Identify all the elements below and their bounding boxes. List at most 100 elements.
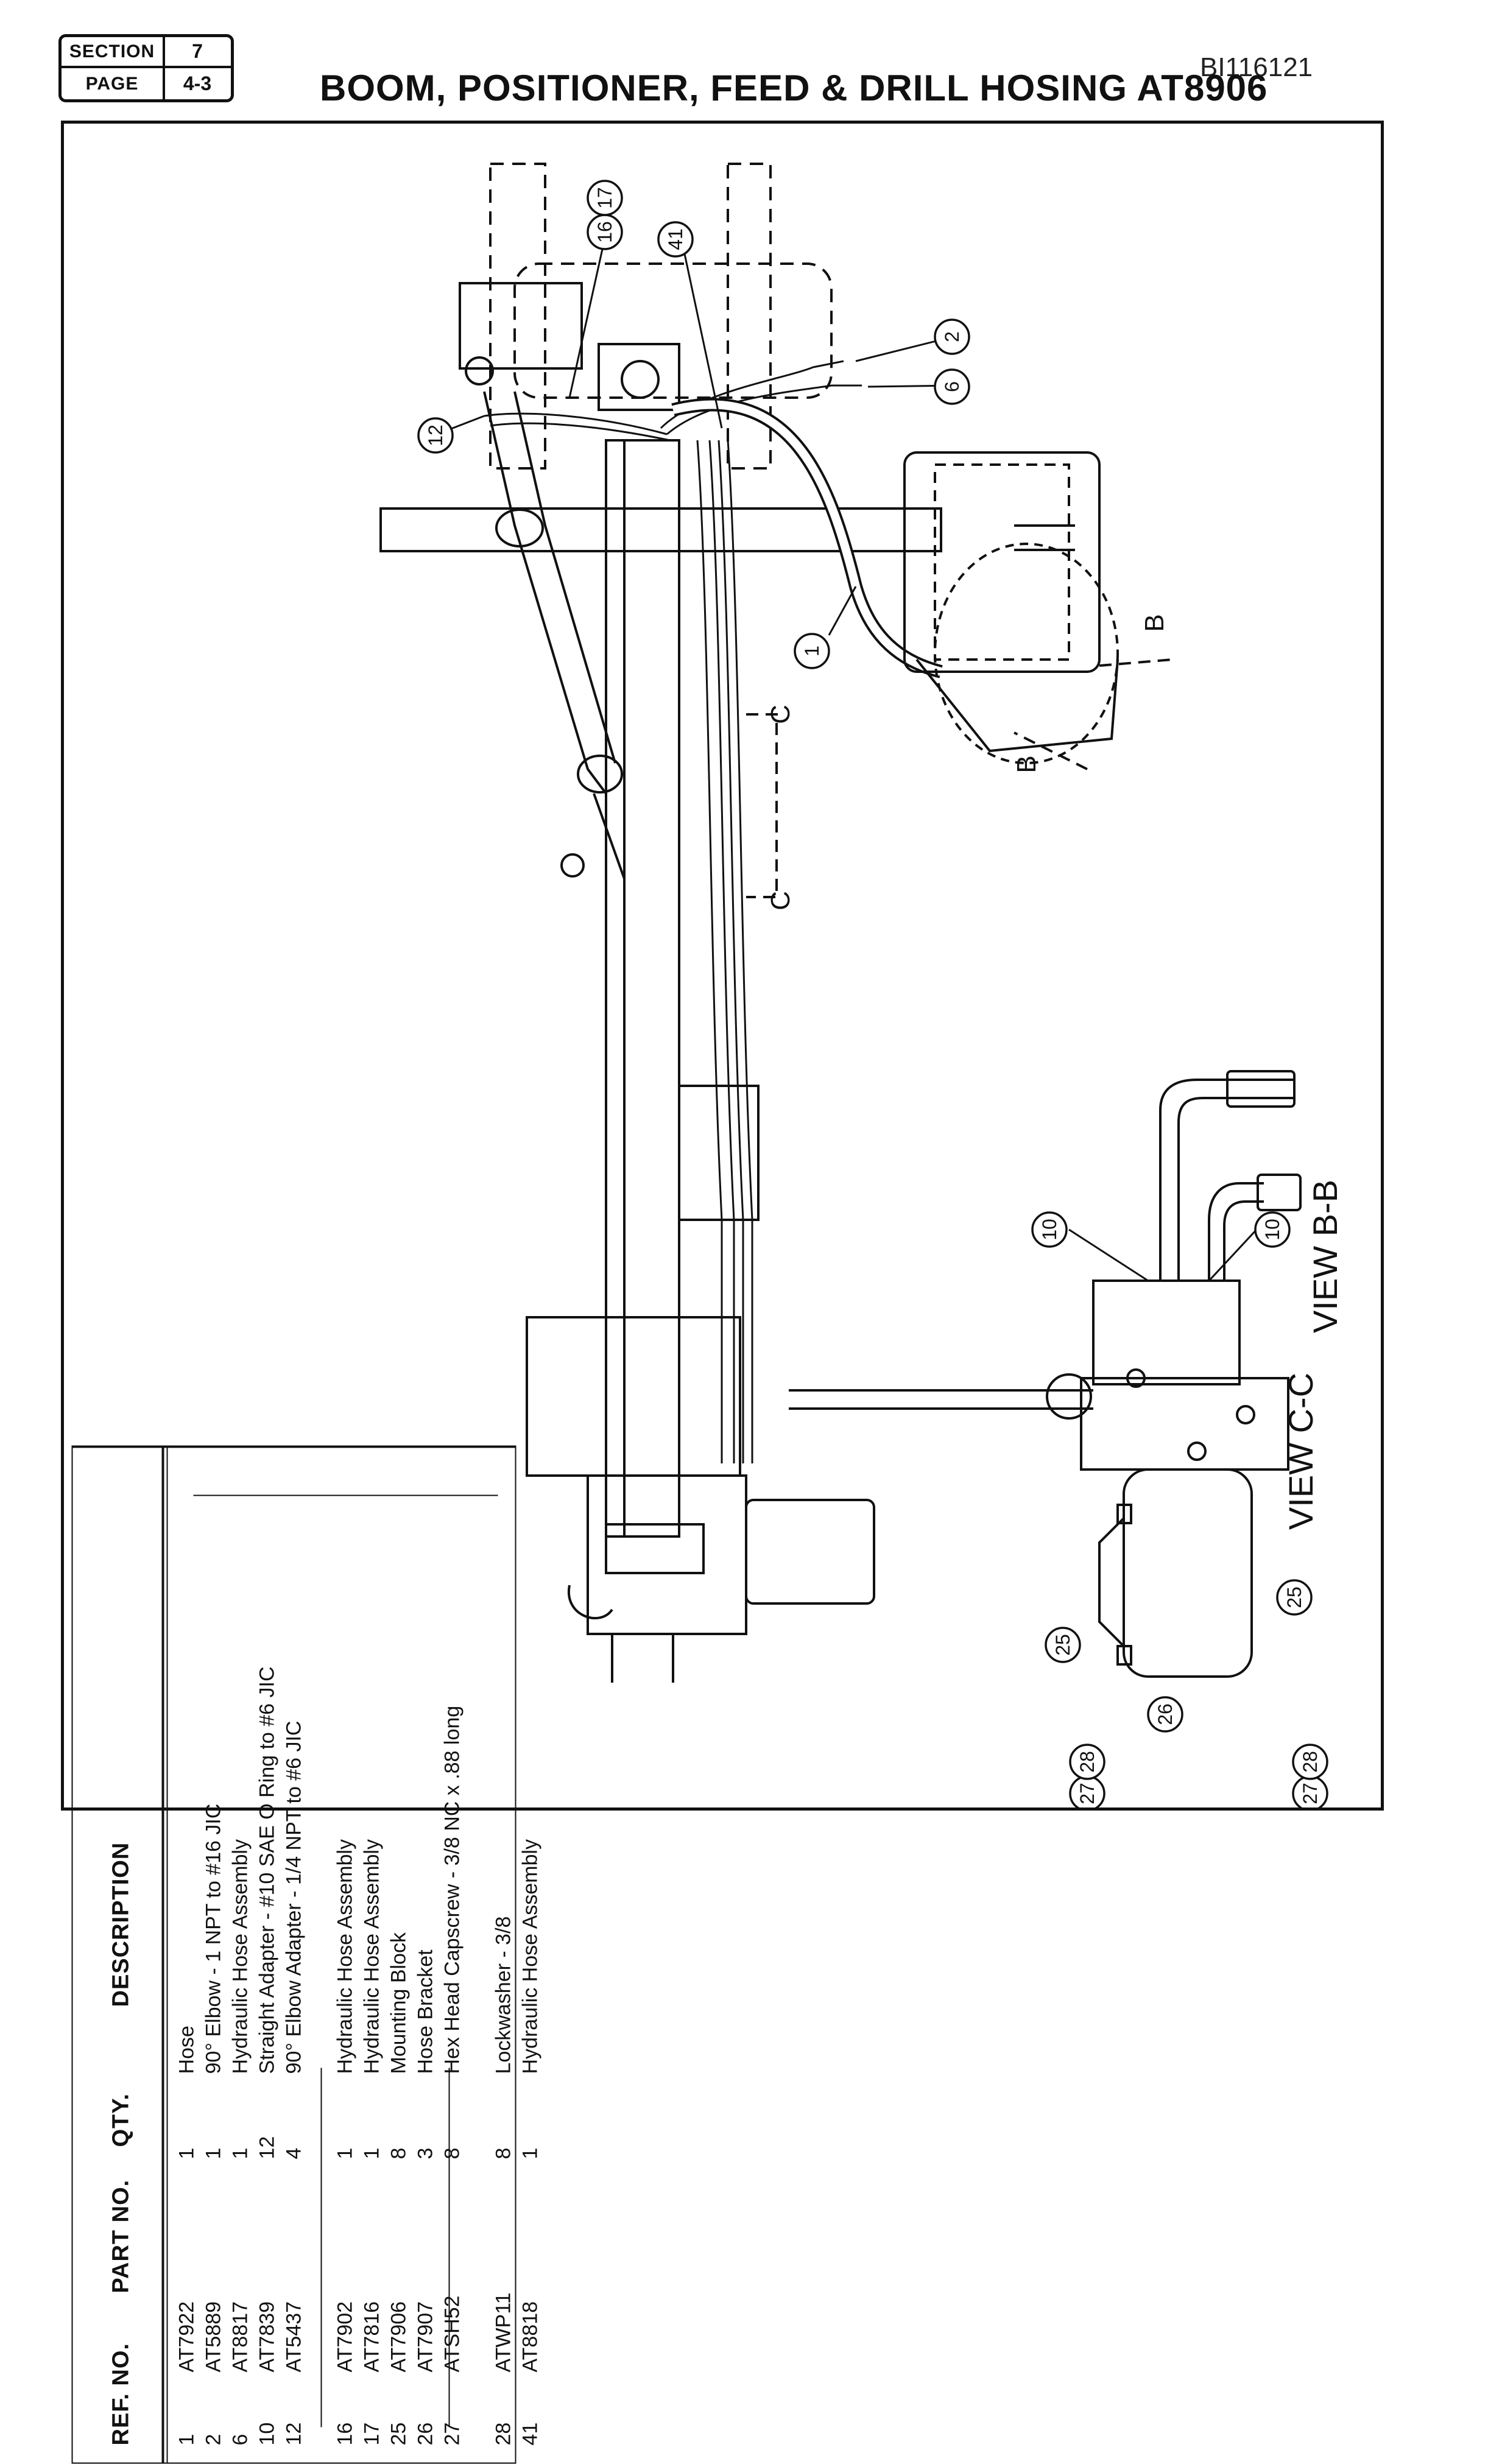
part-no-cell: AT7902 [333,2301,357,2373]
drill-unit [903,451,1119,764]
section-mark-b-1: B [1140,614,1169,632]
page-label: PAGE [62,68,165,99]
description-cell: Hydraulic Hose Assembly [333,1839,357,2074]
table-row: 12 AT5437 4 90° Elbow Adapter - 1/4 NPT to … [283,786,309,2464]
qty-cell: 1 [202,2147,225,2160]
ref-no-cell: 25 [387,2422,411,2446]
part-no-cell: AT8818 [518,2301,542,2373]
description-cell: 90° Elbow Adapter - 1/4 NPT to #6 JIC [282,1720,306,2074]
callout-27-b: 27 [1299,1783,1321,1804]
view-bb-label: VIEW B-B [1306,1180,1344,1333]
description-cell: Hydraulic Hose Assembly [360,1839,384,2074]
part-no-cell: ATWP11 [492,2292,515,2373]
page-row: PAGE 4-3 [62,68,231,99]
page-value: 4-3 [183,72,212,94]
section-row: SECTION 7 [62,37,231,68]
table-row: 16 AT7902 1 Hydraulic Hose Assembly [334,786,361,2464]
section-mark-b-2: B [1012,755,1042,773]
callout-25-a: 25 [1052,1634,1074,1656]
callout-41: 41 [665,228,686,250]
table-row: 28 ATWP11 8 Lockwasher - 3/8 [492,786,519,2464]
ref-no-cell: 28 [492,2422,515,2446]
callout-16: 16 [594,221,616,243]
callout-1: 1 [801,646,823,656]
upper-mount [459,282,583,370]
boom [605,439,760,1538]
ref-no-cell: 1 [175,2434,199,2446]
part-no-cell: AT7907 [414,2301,437,2373]
description-cell: Straight Adapter - #10 SAE O Ring to #6 … [255,1666,279,2074]
ref-no-cell: 41 [518,2422,542,2446]
qty-cell: 8 [440,2147,464,2160]
section-page-box: SECTION 7 PAGE 4-3 [58,34,234,102]
callout-10-a: 10 [1038,1219,1060,1241]
header-part-no: PART NO. [108,2179,134,2293]
pivot-lug [598,343,680,411]
hosing-diagram: 1 2 6 10 10 12 16 17 41 25 25 26 27 28 2… [379,163,1344,1808]
drawing-frame: 1 2 6 10 10 12 16 17 41 25 25 26 27 28 2… [61,121,1384,2464]
description-cell: Hydraulic Hose Assembly [228,1839,252,2074]
header-ref-no: REF. NO. [108,2343,134,2446]
part-no-cell: AT8817 [228,2301,252,2373]
part-no-cell: AT7922 [175,2301,199,2373]
table-row: 25 AT7906 8 Mounting Block [387,786,414,2464]
qty-cell: 1 [333,2147,357,2160]
description-cell: Hydraulic Hose Assembly [518,1839,542,2074]
upper-frame [489,163,833,470]
part-no-cell: AT7839 [255,2301,279,2373]
qty-cell: 1 [175,2147,199,2160]
view-cc-detail [1098,1468,1253,1678]
header-description: DESCRIPTION [108,1842,134,2007]
qty-cell: 3 [414,2147,437,2160]
description-cell: Hex Head Capscrew - 3/8 NC x .88 long [440,1705,464,2074]
qty-cell: 12 [255,2136,279,2160]
part-no-cell: AT7816 [360,2301,384,2373]
part-no-cell: AT5437 [282,2301,306,2373]
qty-cell: 8 [387,2147,411,2160]
section-label: SECTION [62,37,165,66]
leader-lines [446,238,1258,1282]
section-mark-c-2: C [766,891,795,910]
qty-cell: 1 [518,2147,542,2160]
part-no-cell: ATSH52 [440,2295,464,2373]
pivot-pin-right [621,360,660,399]
description-cell: Mounting Block [387,1932,411,2074]
view-bb-detail [789,1070,1302,1471]
qty-cell: 1 [360,2147,384,2160]
ref-no-cell: 26 [414,2422,437,2446]
ref-no-cell: 27 [440,2422,464,2446]
callout-17: 17 [594,187,616,209]
pivot-pin-left [465,356,494,385]
ref-no-cell: 16 [333,2422,357,2446]
document-id: BI116121 [1200,52,1313,82]
callout-12: 12 [425,424,446,446]
callout-26: 26 [1154,1703,1176,1725]
page-title: BOOM, POSITIONER, FEED & DRILL HOSING AT… [320,68,1268,108]
qty-cell: 8 [492,2147,515,2160]
table-row: 26 AT7907 3 Hose Bracket [414,786,441,2464]
section-mark-c-1: C [766,705,795,724]
table-row: 41 AT8818 1 Hydraulic Hose Assembly [519,786,546,2464]
view-cc-label: VIEW C-C [1282,1373,1320,1530]
table-row: 17 AT7816 1 Hydraulic Hose Assembly [361,786,387,2464]
part-no-cell: AT7906 [387,2301,411,2373]
ref-no-cell: 17 [360,2422,384,2446]
cross-member [379,507,942,552]
part-no-cell: AT5889 [202,2301,225,2373]
ref-no-cell: 6 [228,2434,252,2446]
table-header: REF. NO. PART NO. QTY. DESCRIPTION [72,786,163,2464]
section-lines [746,658,1173,898]
qty-cell: 4 [282,2147,306,2160]
ref-no-cell: 2 [202,2434,225,2446]
description-cell: Hose Bracket [414,1949,437,2074]
description-cell: Hose [175,2026,199,2074]
table-row: 27 ATSH52 8 Hex Head Capscrew - 3/8 NC x .8… [441,786,468,2464]
callout-2: 2 [941,331,963,342]
ref-no-cell: 12 [282,2422,306,2446]
main-hose [671,398,943,678]
description-cell: Lockwasher - 3/8 [492,1916,515,2074]
